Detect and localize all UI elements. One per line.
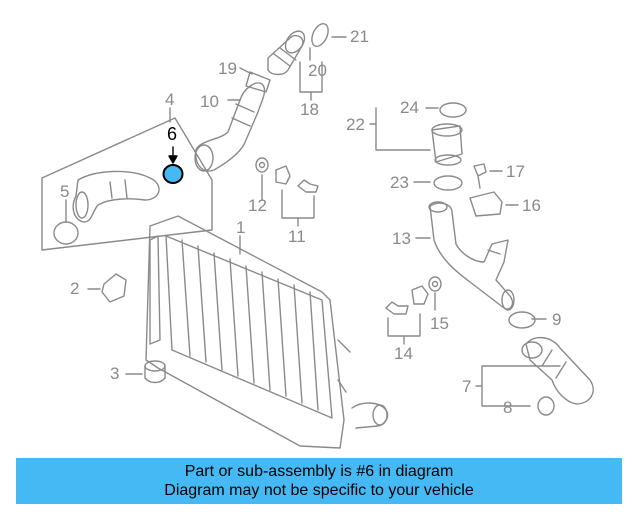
callout-20: 20 [308, 61, 327, 80]
callout-21: 21 [350, 27, 369, 46]
part-14-bolt [385, 301, 409, 315]
callout-3: 3 [110, 364, 120, 383]
part-23-clamp [433, 175, 463, 191]
callout-11: 11 [288, 227, 306, 246]
leader-14 [387, 313, 421, 345]
leader-7-8 [475, 365, 561, 407]
callout-16: 16 [522, 196, 541, 215]
part-16-bracket [469, 191, 503, 217]
banner-line-2: Diagram may not be specific to your vehi… [164, 482, 474, 499]
callout-8: 8 [503, 398, 513, 417]
callout-5: 5 [60, 182, 70, 201]
part-group-4-outline [41, 117, 213, 251]
part-20-hose [267, 30, 306, 76]
part-6-seal [162, 164, 184, 184]
part-5-hose [72, 170, 160, 223]
part-3-grommet [144, 360, 166, 384]
part-11-bolt [297, 179, 319, 193]
callout-9: 9 [552, 310, 562, 329]
part-12-nut [275, 165, 291, 185]
callout-17: 17 [506, 162, 525, 181]
part-15-washer [428, 276, 442, 292]
callout-6: 6 [167, 124, 178, 144]
callout-7: 7 [462, 377, 472, 396]
leader-22 [369, 107, 431, 151]
part-24-seal [439, 102, 467, 118]
callout-19: 19 [218, 59, 237, 78]
callout-1: 1 [236, 218, 246, 237]
callout-24: 24 [400, 98, 419, 117]
callout-14: 14 [394, 344, 413, 363]
banner-line-1: Part or sub-assembly is #6 in diagram [184, 463, 454, 480]
part-22-adapter [431, 123, 463, 166]
part-7-hose [521, 337, 594, 405]
callout-18: 18 [300, 100, 319, 119]
callout-2: 2 [70, 279, 80, 298]
leader-11-12 [261, 174, 315, 227]
part-2-bracket [101, 273, 127, 303]
callout-13: 13 [392, 229, 411, 248]
part-5-clamp [53, 221, 79, 245]
leader-19 [239, 67, 253, 75]
callout-23: 23 [390, 173, 409, 192]
callout-22: 22 [346, 115, 365, 134]
part-14-nut [411, 285, 429, 305]
leader-6-arrow [168, 155, 178, 164]
part-21-seal [311, 23, 329, 47]
parts-diagram [41, 23, 594, 449]
callout-10: 10 [200, 92, 219, 111]
part-8-clamp [537, 396, 555, 416]
part-13-pipe [428, 201, 515, 311]
callout-15: 15 [430, 314, 449, 333]
info-banner: Part or sub-assembly is #6 in diagram Di… [16, 458, 622, 504]
part-17-bolt [473, 163, 487, 189]
part-1-intercooler [145, 215, 389, 449]
callout-4: 4 [165, 90, 175, 109]
part-10-tube [194, 82, 266, 172]
callout-12: 12 [248, 196, 267, 215]
part-9-clamp [508, 311, 536, 329]
part-12-washer [255, 157, 269, 173]
part-19-fitting [245, 71, 271, 93]
